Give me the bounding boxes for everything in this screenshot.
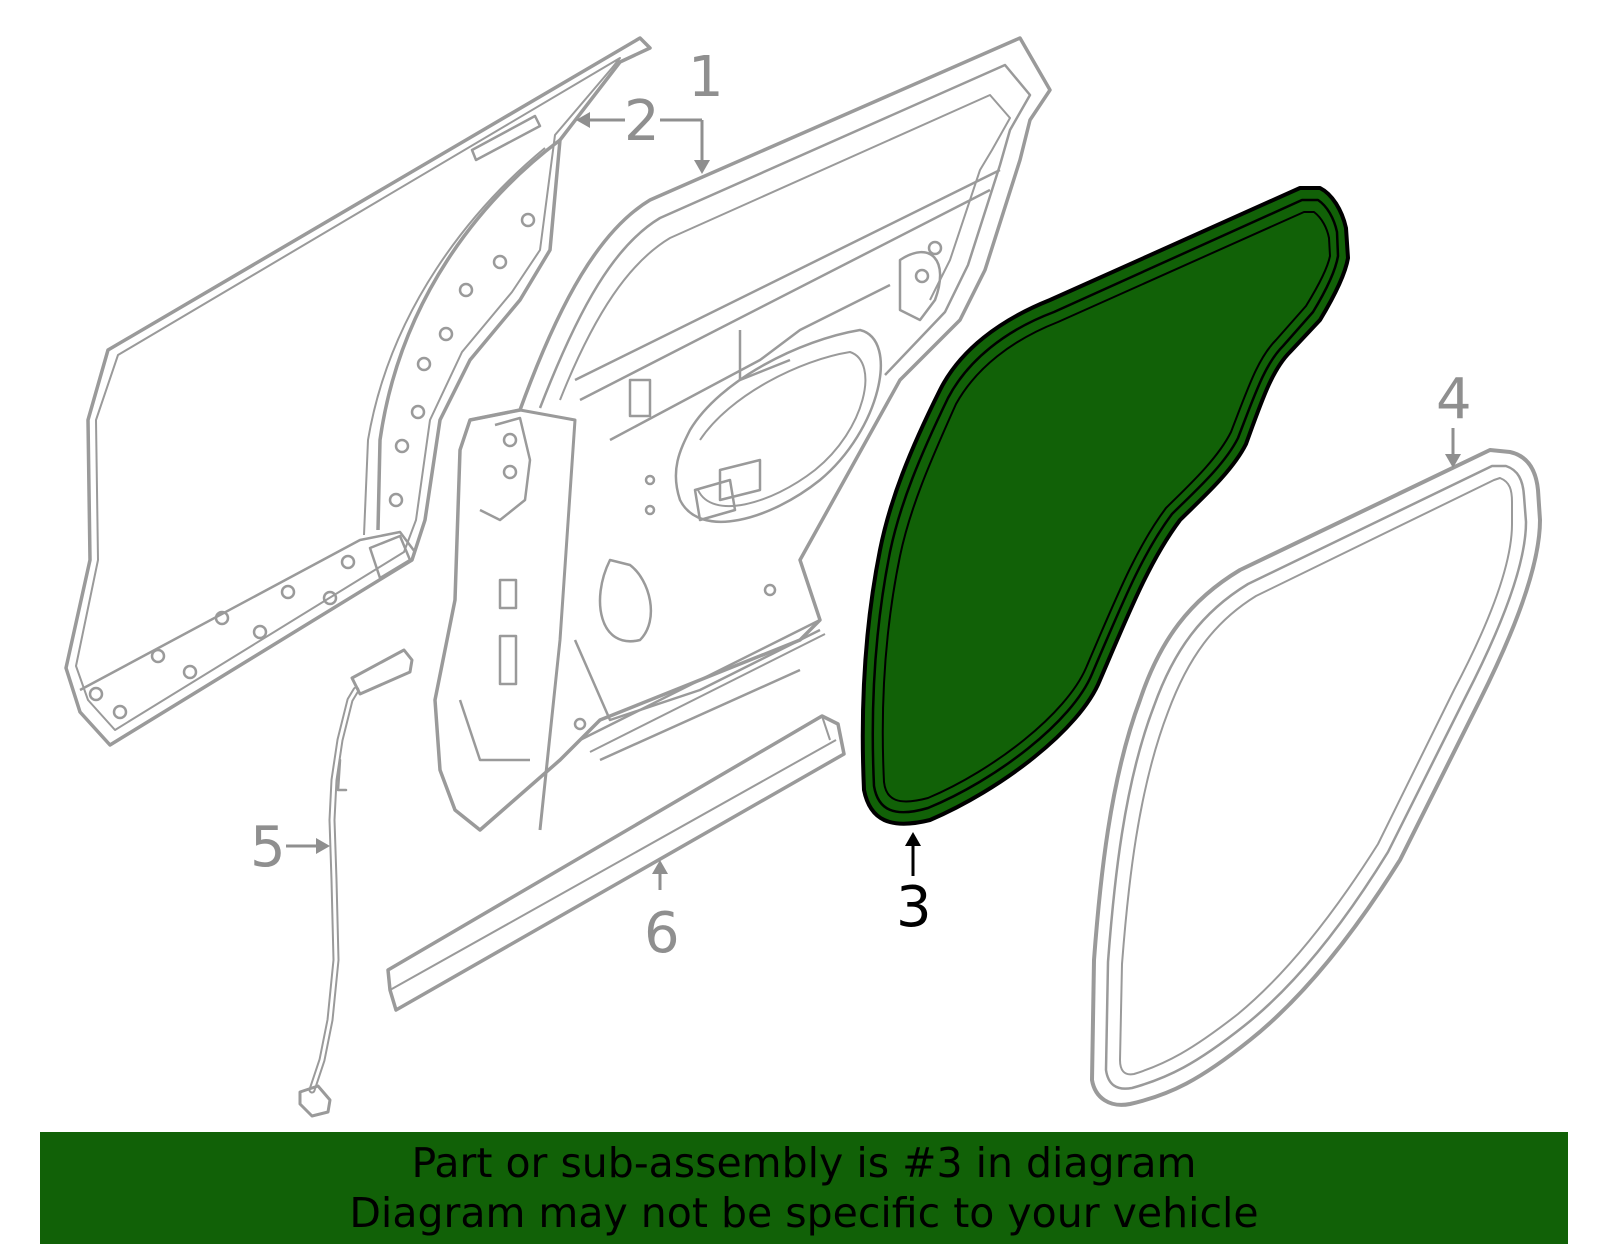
part-3-body bbox=[860, 186, 1350, 826]
part-6-lower-molding[interactable] bbox=[386, 714, 846, 1012]
part-3-inner-lip bbox=[871, 198, 1340, 814]
leader-lines bbox=[286, 112, 1461, 890]
part-4-body-weatherstrip[interactable] bbox=[1090, 448, 1542, 1107]
callout-6: 6 bbox=[644, 901, 680, 966]
part-info-banner: Part or sub-assembly is #3 in diagram Di… bbox=[40, 1132, 1568, 1244]
part-2-outer-panel[interactable] bbox=[64, 36, 652, 747]
callout-1: 1 bbox=[688, 45, 724, 110]
callout-3: 3 bbox=[896, 875, 932, 940]
banner-line-disclaimer: Diagram may not be specific to your vehi… bbox=[349, 1189, 1259, 1237]
part-3-door-weatherstrip-highlight[interactable] bbox=[860, 186, 1350, 826]
part-5-door-cable[interactable] bbox=[298, 648, 414, 1118]
part-3-inner-lip-2 bbox=[881, 211, 1331, 803]
callout-2: 2 bbox=[624, 89, 660, 154]
callout-4: 4 bbox=[1436, 367, 1472, 432]
part-1-door-shell[interactable] bbox=[433, 36, 1052, 832]
callout-5: 5 bbox=[250, 815, 286, 880]
banner-line-part: Part or sub-assembly is #3 in diagram bbox=[411, 1139, 1197, 1187]
